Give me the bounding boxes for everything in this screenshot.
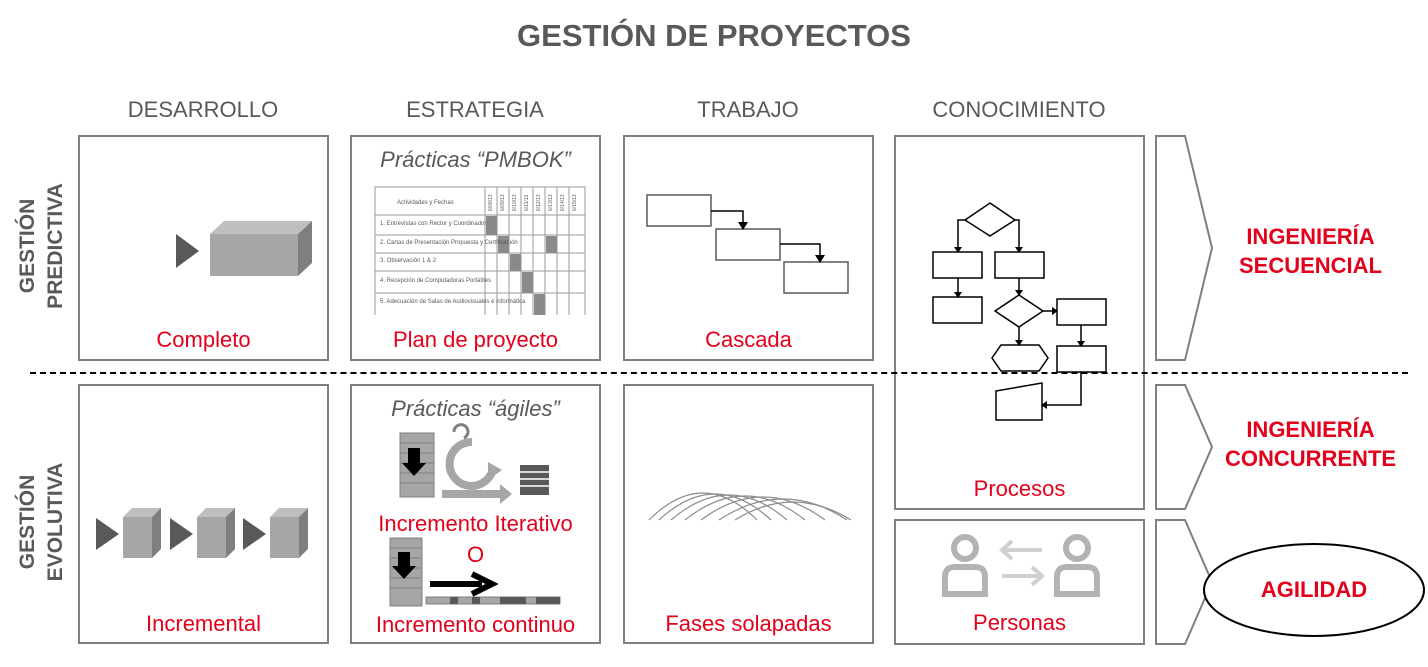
label-fases-solapadas: Fases solapadas: [665, 611, 832, 636]
cell-incremental: Incremental: [78, 384, 329, 644]
label-plan-proyecto: Plan de proyecto: [392, 327, 559, 352]
column-header-trabajo: TRABAJO: [697, 97, 799, 122]
agile-illustration: [389, 423, 561, 607]
row-label-predictiva-line1: GESTIÓN: [16, 198, 39, 294]
down-arrow-icon-2: [392, 552, 416, 579]
gantt-date-6: 6/13/13: [548, 194, 554, 211]
outcome-secuencial: INGENIERÍA SECUENCIAL: [1208, 222, 1413, 280]
person-icon-right: [1054, 534, 1100, 597]
increment-stack: [520, 465, 549, 495]
outcome-concurrente-line1: INGENIERÍA: [1246, 417, 1375, 442]
label-incremento-iterativo: Incremento Iterativo: [378, 511, 573, 536]
gantt-row-3: 3. Observación 1 & 2: [380, 258, 437, 264]
practicas-agiles-label: Prácticas “ágiles”: [391, 396, 560, 421]
label-incremento-continuo: Incremento continuo: [375, 612, 576, 637]
gantt-row-2: 2. Cartas de Presentación Propuesta y Ce…: [380, 240, 518, 246]
gantt-date-7: 6/14/13: [560, 194, 566, 211]
dashed-separator: [30, 372, 1408, 374]
cell-practicas-agiles: Prácticas “ágiles”: [350, 384, 601, 644]
outcome-agilidad: AGILIDAD: [1260, 577, 1368, 602]
block-top: [210, 221, 312, 234]
outcome-concurrente-line2: CONCURRENTE: [1224, 446, 1397, 471]
row-label-predictiva: GESTIÓN PREDICTIVA: [14, 146, 70, 346]
outcome-concurrente: INGENIERÍA CONCURRENTE: [1208, 415, 1413, 473]
continuous-arrow-icon: [430, 571, 499, 597]
cell-plan-proyecto: Prácticas “PMBOK” Activida: [350, 135, 601, 361]
person-icon-left: [942, 534, 988, 597]
gantt-chart: Actividades y Fechas 1. Entrevistas con …: [374, 186, 586, 318]
block-side: [298, 221, 312, 276]
arrow-icon: [176, 234, 199, 268]
incremental-blocks: [96, 508, 308, 558]
cycle-icon: [445, 437, 496, 490]
block-illustration: [176, 221, 312, 276]
agilidad-ellipse: [1203, 543, 1425, 637]
row-label-predictiva-line2: PREDICTIVA: [44, 183, 67, 309]
label-o: O: [466, 542, 485, 567]
gantt-row-1: 1. Entrevistas con Rector y Coordinador: [380, 221, 486, 227]
overlapping-phases: [648, 492, 852, 521]
label-completo: Completo: [156, 327, 251, 352]
down-arrow-icon: [402, 448, 426, 476]
process-flowchart: [932, 202, 1107, 421]
column-header-desarrollo: DESARROLLO: [127, 97, 279, 122]
gantt-date-2: 6/09/13: [500, 194, 506, 211]
continuous-bar: [425, 596, 561, 605]
gantt-date-4: 6/11/13: [524, 194, 530, 211]
cell-completo: Completo: [78, 135, 329, 361]
page-title: GESTIÓN DE PROYECTOS: [517, 18, 911, 53]
gantt-header: Actividades y Fechas: [397, 200, 454, 206]
cell-personas: Personas: [894, 519, 1145, 645]
label-incremental: Incremental: [146, 611, 261, 636]
gantt-row-4: 4. Recepción de Computadoras Portátiles: [380, 278, 491, 284]
row-label-evolutiva-line2: EVOLUTIVA: [44, 462, 67, 582]
column-header-estrategia: ESTRATEGIA: [406, 97, 544, 122]
people-exchange-illustration: [942, 534, 1100, 597]
gantt-date-5: 6/12/13: [536, 194, 542, 211]
cell-cascada: Cascada: [623, 135, 874, 361]
column-header-conocimiento: CONOCIMIENTO: [932, 97, 1106, 122]
gantt-date-8: 6/15/13: [572, 194, 578, 211]
waterfall-diagram: [646, 194, 849, 294]
chevron-secuencial: [1155, 135, 1214, 361]
label-procesos: Procesos: [973, 476, 1066, 501]
block-front: [210, 234, 298, 276]
chevron-agilidad: [1155, 519, 1214, 645]
gantt-date-1: 6/08/13: [488, 194, 494, 211]
outcome-secuencial-line1: INGENIERÍA: [1246, 224, 1375, 249]
row-label-evolutiva-line1: GESTIÓN: [16, 474, 39, 570]
gantt-fade: [372, 315, 592, 327]
gantt-row-5: 5. Adecuación de Salas de Audiovisuales …: [380, 299, 526, 305]
label-personas: Personas: [973, 610, 1066, 635]
exchange-arrows-icon: [999, 539, 1045, 587]
outcome-secuencial-line2: SECUENCIAL: [1238, 253, 1382, 278]
cell-fases-solapadas: Fases solapadas: [623, 384, 874, 644]
gantt-date-3: 6/10/13: [512, 194, 518, 211]
chevron-concurrente: [1155, 384, 1214, 510]
row-label-evolutiva: GESTIÓN EVOLUTIVA: [14, 422, 70, 622]
practicas-pmbok-label: Prácticas “PMBOK”: [380, 147, 571, 172]
label-cascada: Cascada: [705, 327, 792, 352]
